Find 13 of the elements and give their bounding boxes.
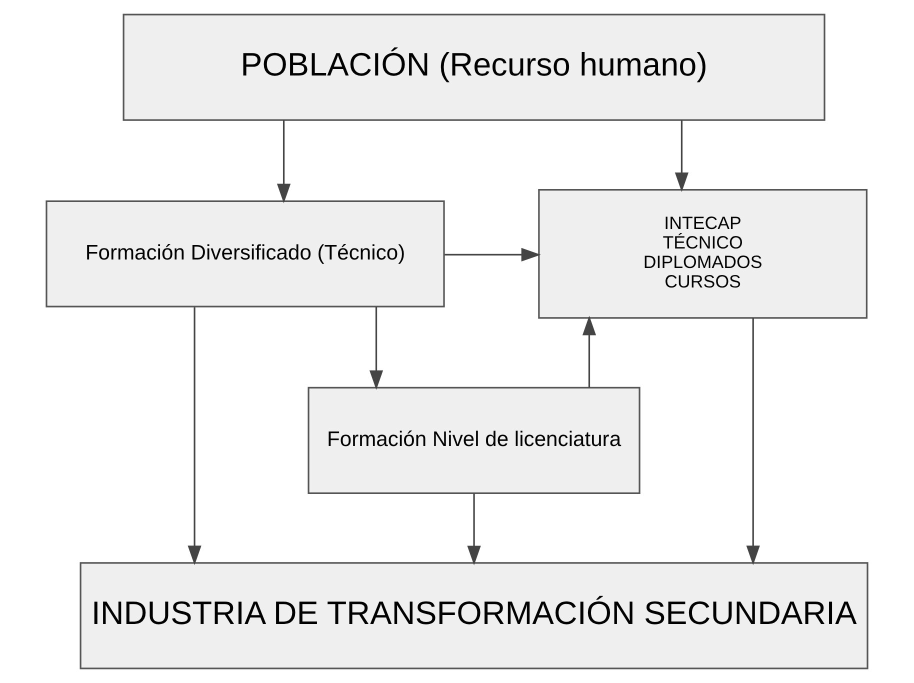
arrow [444, 248, 541, 262]
arrow [369, 306, 384, 390]
arrow [188, 307, 202, 566]
node-box: Formación Diversificado (Técnico) [46, 200, 445, 308]
arrow [276, 120, 291, 204]
arrow [674, 120, 689, 192]
arrow [582, 316, 596, 388]
node-box: Formación Nivel de licenciatura [308, 386, 640, 494]
node-box: INTECAP TÉCNICO DIPLOMADOS CURSOS [538, 188, 868, 319]
node-box: POBLACIÓN (Recurso humano) [122, 14, 826, 121]
arrow [746, 318, 760, 566]
node-box: INDUSTRIA DE TRANSFORMACIÓN SECUNDARIA [80, 562, 868, 670]
arrow [467, 494, 481, 566]
